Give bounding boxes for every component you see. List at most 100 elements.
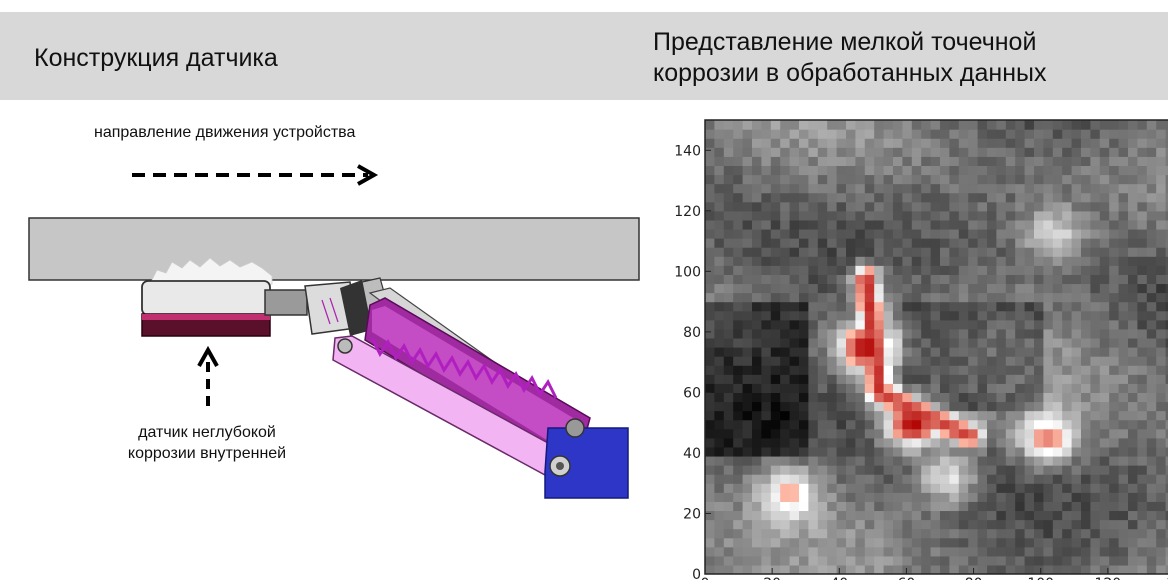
heatmap-cell — [1034, 337, 1044, 348]
heatmap-cell — [1128, 455, 1138, 466]
heatmap-cell — [1165, 256, 1168, 266]
heatmap-cell — [1099, 455, 1110, 466]
heatmap-cell — [921, 301, 932, 312]
heatmap-cell — [864, 138, 875, 148]
heatmap-cell — [1137, 347, 1148, 357]
heatmap-cell — [1024, 292, 1035, 303]
heatmap-cell — [1052, 174, 1063, 185]
heatmap-cell — [1052, 365, 1063, 375]
heatmap-cell — [770, 483, 781, 493]
heatmap-cell — [949, 238, 960, 248]
heatmap-cell — [911, 238, 922, 248]
heatmap-cell — [864, 510, 875, 521]
heatmap-cell — [1118, 347, 1129, 357]
heatmap-cell — [1146, 183, 1157, 194]
heatmap-cell — [846, 247, 856, 257]
heatmap-cell — [770, 147, 781, 157]
heatmap-cell — [911, 156, 922, 166]
heatmap-cell — [1137, 274, 1148, 285]
heatmap-cell — [874, 401, 885, 412]
heatmap-cell — [799, 238, 809, 248]
heatmap-cell — [1165, 120, 1168, 130]
heatmap-cell — [723, 510, 734, 521]
pivot-base — [337, 338, 629, 499]
heatmap-cell — [958, 283, 969, 294]
heatmap-cell — [770, 455, 781, 466]
heatmap-cell — [940, 519, 950, 530]
heatmap-cell — [949, 138, 960, 148]
heatmap-cell — [940, 274, 950, 285]
heatmap-cell — [977, 528, 988, 539]
heatmap-cell — [996, 410, 1007, 421]
heatmap-cell — [940, 228, 950, 239]
heatmap-cell — [836, 365, 847, 375]
heatmap-cell — [780, 455, 791, 466]
heatmap-cell — [996, 319, 1007, 330]
heatmap-cell — [1109, 210, 1120, 221]
heatmap-cell — [742, 301, 753, 312]
heatmap-cell — [1034, 365, 1044, 375]
heatmap-cell — [1043, 228, 1054, 239]
heatmap-cell — [921, 419, 932, 430]
heatmap-cell — [1062, 337, 1073, 348]
heatmap-cell — [1128, 265, 1138, 275]
heatmap-cell — [949, 555, 960, 566]
heatmap-cell — [855, 465, 866, 475]
heatmap-cell — [987, 301, 997, 312]
heatmap-cell — [1146, 228, 1157, 239]
heatmap-cell — [930, 465, 941, 475]
heatmap-cell — [996, 356, 1007, 366]
heatmap-cell — [723, 310, 734, 321]
sensor-mechanism-diagram — [28, 164, 640, 499]
heatmap-cell — [752, 564, 762, 574]
heatmap-cell — [789, 437, 800, 448]
heatmap-cell — [958, 356, 969, 366]
heatmap-cell — [1024, 328, 1035, 339]
heatmap-cell — [1005, 183, 1016, 194]
heatmap-cell — [996, 555, 1007, 566]
heatmap-cell — [996, 383, 1007, 393]
heatmap-cell — [1043, 120, 1054, 130]
heatmap-cell — [855, 228, 866, 239]
heatmap-cell — [714, 174, 725, 185]
heatmap-cell — [1043, 555, 1054, 566]
direction-arrow — [132, 164, 379, 186]
heatmap-cell — [1062, 165, 1073, 176]
heatmap-cell — [789, 519, 800, 530]
heatmap-cell — [705, 292, 715, 303]
heatmap-cell — [1052, 546, 1063, 557]
heatmap-cell — [968, 401, 979, 412]
heatmap-cell — [827, 210, 838, 221]
heatmap-cell — [1071, 156, 1082, 166]
heatmap-cell — [808, 492, 819, 502]
heatmap-cell — [714, 555, 725, 566]
heatmap-cell — [855, 156, 866, 166]
heatmap-cell — [855, 238, 866, 248]
heatmap-cell — [893, 474, 903, 484]
heatmap-cell — [827, 174, 838, 185]
heatmap-cell — [940, 219, 950, 230]
heatmap-cell — [958, 501, 969, 512]
heatmap-cell — [1043, 174, 1054, 185]
heatmap-cell — [1137, 419, 1148, 430]
heatmap-cell — [752, 228, 762, 239]
heatmap-cell — [1137, 555, 1148, 566]
heatmap-cell — [902, 283, 913, 294]
heatmap-cell — [752, 492, 762, 502]
heatmap-cell — [714, 165, 725, 176]
heatmap-cell — [789, 247, 800, 257]
heatmap-cell — [968, 265, 979, 275]
heatmap-cell — [1052, 219, 1063, 230]
heatmap-cell — [808, 410, 819, 421]
heatmap-cell — [723, 528, 734, 539]
heatmap-cell — [752, 437, 762, 448]
heatmap-cell — [1128, 383, 1138, 393]
heatmap-cell — [968, 347, 979, 357]
heatmap-cell — [1099, 328, 1110, 339]
heatmap-cell — [1090, 328, 1101, 339]
heatmap-cell — [874, 219, 885, 230]
heatmap-cell — [1081, 283, 1091, 294]
heatmap-cell — [1081, 401, 1091, 412]
heatmap-cell — [921, 337, 932, 348]
heatmap-cell — [1052, 501, 1063, 512]
